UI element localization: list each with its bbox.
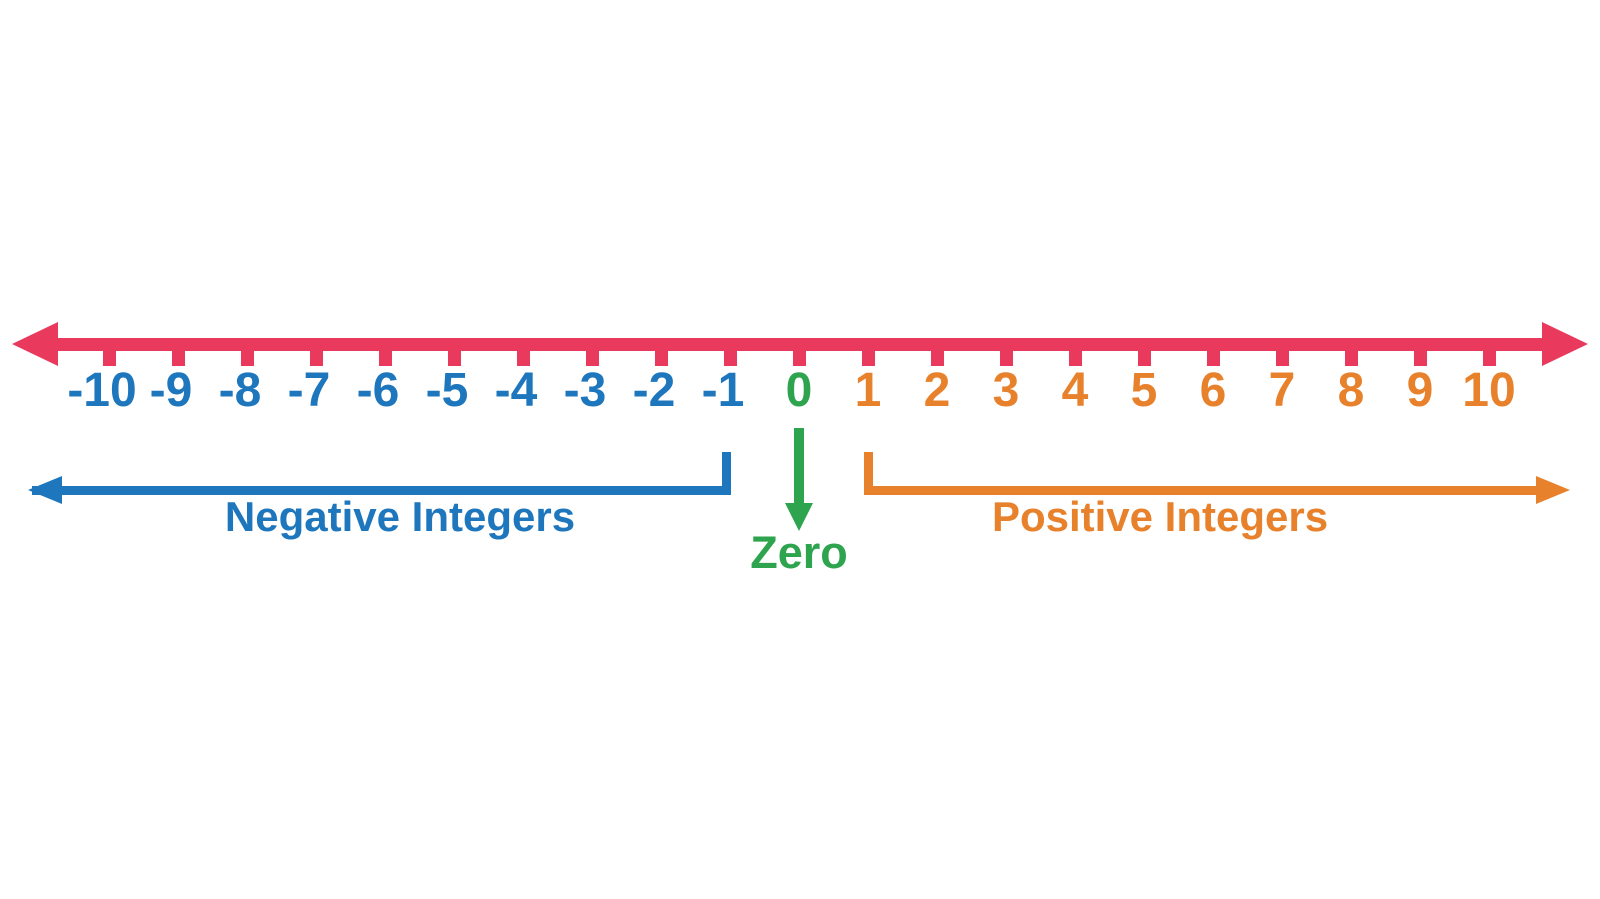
tick-label-zero: 0: [785, 364, 813, 417]
tick-label-neg10: -10: [67, 364, 137, 417]
negative-left-arrow-icon: [28, 476, 62, 504]
tick-label-neg6: -6: [356, 364, 400, 417]
tick-mark: [1414, 350, 1427, 366]
tick-mark: [862, 350, 875, 366]
tick-label-neg3: -3: [563, 364, 607, 417]
tick-mark: [1276, 350, 1289, 366]
tick-label-4: 4: [1061, 364, 1089, 417]
positive-integers-label: Positive Integers: [991, 493, 1329, 540]
tick-label-2: 2: [923, 364, 951, 417]
tick-label-neg1: -1: [701, 364, 745, 417]
tick-mark: [379, 350, 392, 366]
tick-mark: [931, 350, 944, 366]
tick-mark: [241, 350, 254, 366]
negative-bracket-riser: [722, 452, 731, 495]
tick-mark: [1207, 350, 1220, 366]
tick-mark: [655, 350, 668, 366]
tick-label-1: 1: [854, 364, 882, 417]
tick-label-5: 5: [1130, 364, 1158, 417]
positive-bracket-line: [864, 486, 1538, 495]
negative-integers-label: Negative Integers: [224, 493, 576, 540]
tick-mark: [310, 350, 323, 366]
tick-label-6: 6: [1199, 364, 1227, 417]
negative-bracket-line: [32, 486, 731, 495]
positive-right-arrow-icon: [1536, 476, 1570, 504]
number-line-axis: [40, 338, 1560, 351]
tick-mark: [1069, 350, 1082, 366]
tick-label-7: 7: [1268, 364, 1296, 417]
tick-label-3: 3: [992, 364, 1020, 417]
tick-mark: [586, 350, 599, 366]
tick-label-neg2: -2: [632, 364, 676, 417]
tick-mark: [1000, 350, 1013, 366]
zero-label: Zero: [750, 527, 848, 578]
tick-label-neg4: -4: [494, 364, 538, 417]
tick-label-8: 8: [1337, 364, 1365, 417]
tick-mark: [517, 350, 530, 366]
axis-right-arrow-icon: [1542, 322, 1588, 366]
tick-mark: [1345, 350, 1358, 366]
tick-mark: [103, 350, 116, 366]
zero-down-arrow-icon: [785, 503, 813, 531]
tick-mark: [448, 350, 461, 366]
positive-bracket-riser: [864, 452, 873, 495]
tick-label-neg8: -8: [218, 364, 262, 417]
tick-mark: [1138, 350, 1151, 366]
tick-label-neg5: -5: [425, 364, 469, 417]
tick-label-neg7: -7: [287, 364, 331, 417]
zero-arrow-shaft: [794, 428, 804, 505]
tick-mark: [172, 350, 185, 366]
tick-label-neg9: -9: [149, 364, 193, 417]
tick-label-10: 10: [1462, 364, 1516, 417]
tick-mark: [793, 350, 806, 366]
tick-label-9: 9: [1406, 364, 1434, 417]
axis-left-arrow-icon: [12, 322, 58, 366]
tick-mark: [724, 350, 737, 366]
tick-mark: [1483, 350, 1496, 366]
